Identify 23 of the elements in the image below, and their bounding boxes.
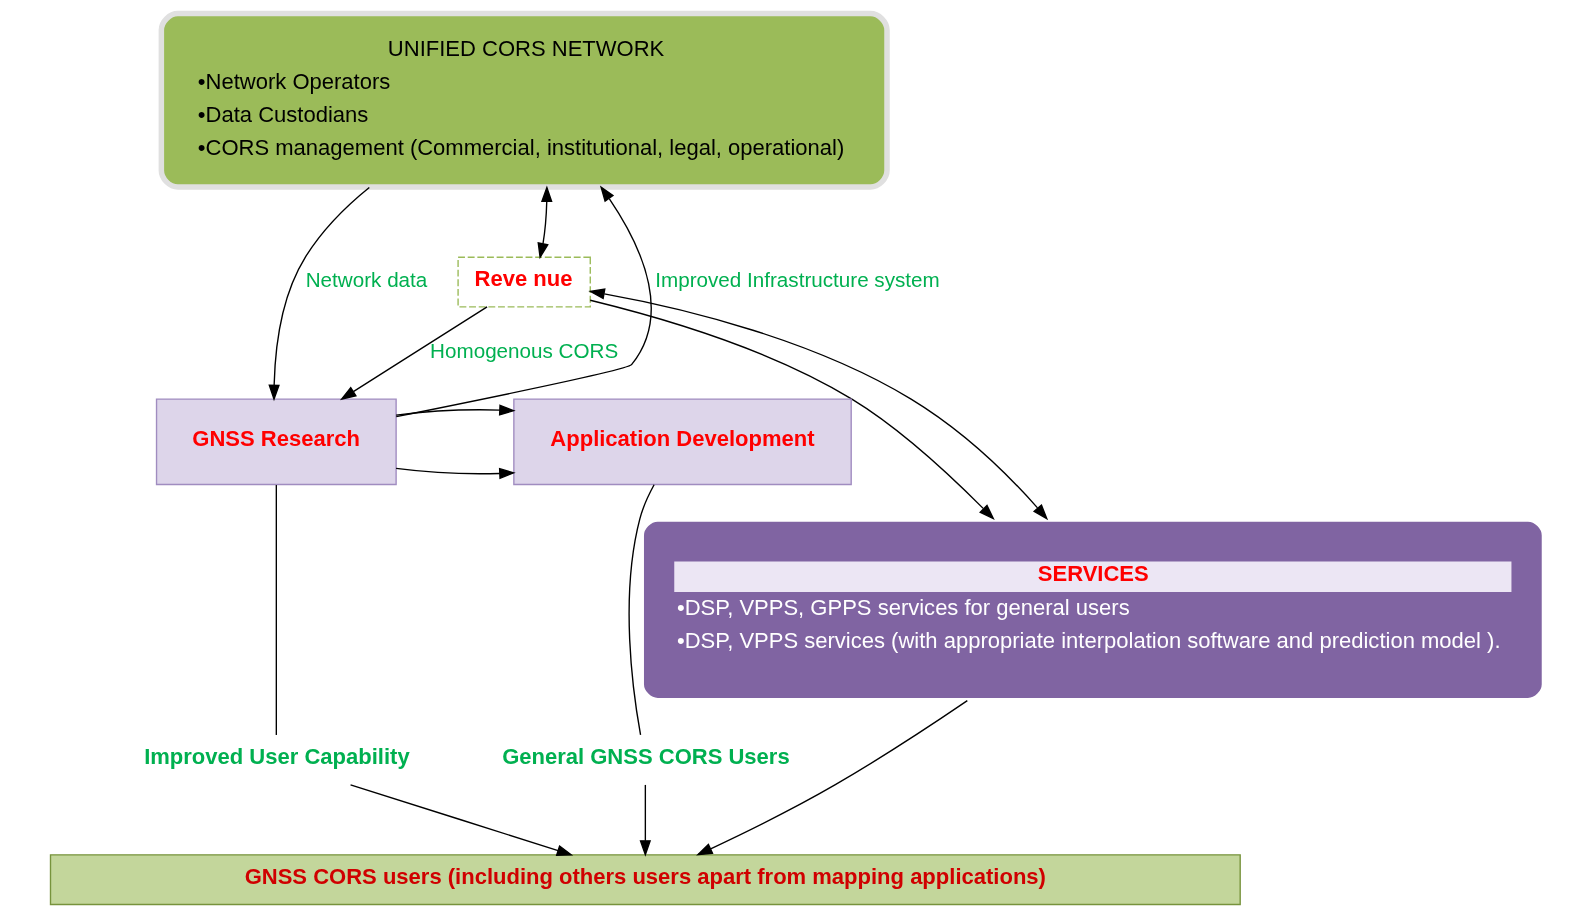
arrow [395,185,652,418]
arrow [267,186,370,402]
arrow [394,404,516,416]
arrow [587,288,1048,521]
arrow [695,700,968,856]
edge-label: Network data [305,267,427,291]
connector [627,484,655,736]
node-text: General GNSS CORS Users [501,743,790,769]
arrow [536,185,553,260]
node-box: Application Development [512,398,852,486]
node-text: Improved User Capability [143,743,410,769]
arrow [639,784,651,857]
node-box: Reve nue [456,256,591,308]
arrow [339,306,488,401]
node-box: UNIFIED CORS NETWORK •Network Operators •Data Custodians •CORS management (Commercial, institutional, legal, operational) [158,10,890,190]
arrow [349,784,573,856]
edge-label: Improved Infrastructure system [654,267,940,291]
node-box: GNSS Research [155,398,397,486]
edge-label: Homogenous CORS [429,338,618,362]
node-box: GNSS CORS users (including others users apart from mapping applications) [49,854,1241,906]
arrow [589,299,995,521]
connector [275,484,277,736]
arrow [394,467,516,480]
